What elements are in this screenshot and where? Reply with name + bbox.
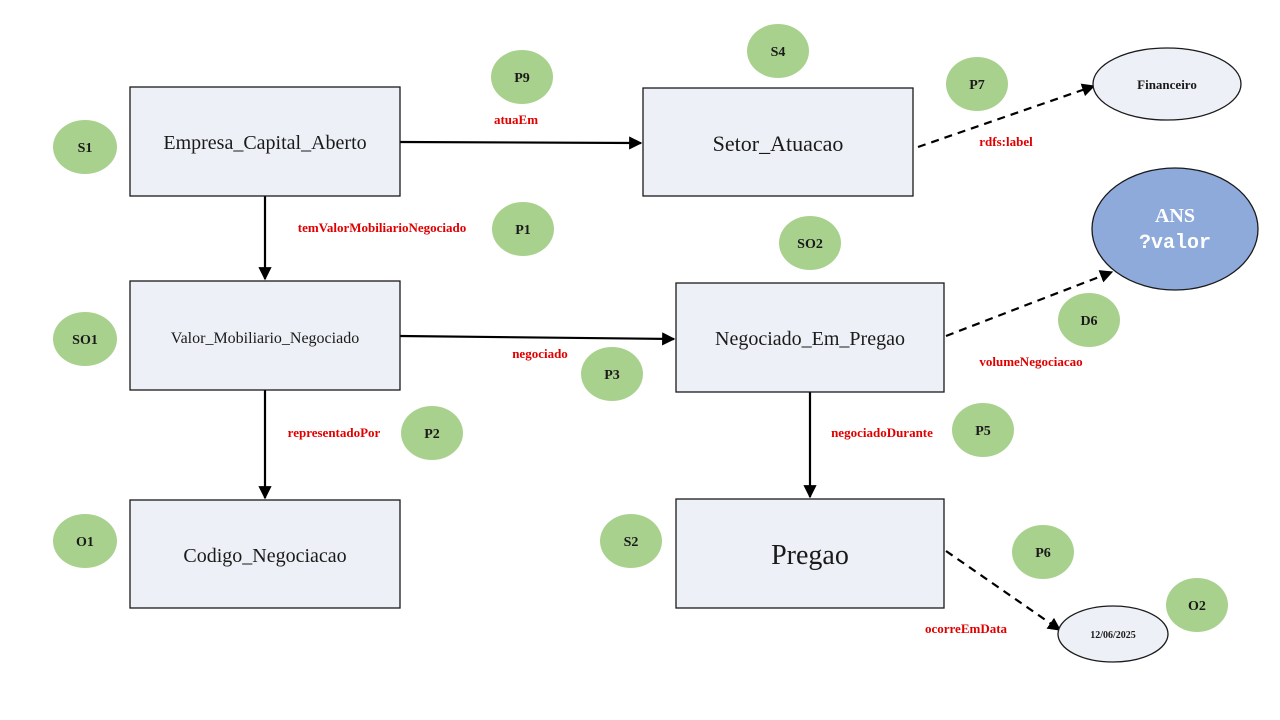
edge-ocorre-em-data xyxy=(945,550,1062,631)
node-setor-atuacao: Setor_Atuacao xyxy=(642,87,914,197)
node-valor-mobiliario-label: Valor_Mobiliario_Negociado xyxy=(171,330,359,347)
answer-variable: ?valor xyxy=(1139,232,1211,255)
badge-d6: D6 xyxy=(1058,293,1120,347)
edge-label-rdfs-label: rdfs:label xyxy=(979,134,1033,149)
node-negociado-em-pregao-label: Negociado_Em_Pregao xyxy=(715,328,905,350)
node-negociado-em-pregao: Negociado_Em_Pregao xyxy=(675,282,945,393)
edge-label-ocorre-em-data: ocorreEmData xyxy=(925,621,1008,636)
svg-text:S4: S4 xyxy=(771,45,786,60)
svg-text:D6: D6 xyxy=(1080,314,1097,329)
badge-o1: O1 xyxy=(53,514,117,568)
edge-label-negociado-durante: negociadoDurante xyxy=(831,425,933,440)
svg-text:S1: S1 xyxy=(78,141,93,156)
node-financeiro-label: Financeiro xyxy=(1137,77,1197,92)
badge-s2: S2 xyxy=(600,514,662,568)
edge-atua-em xyxy=(399,136,643,150)
badge-p6: P6 xyxy=(1012,525,1074,579)
svg-text:P1: P1 xyxy=(515,223,531,238)
badge-s1: S1 xyxy=(53,120,117,174)
badge-p9: P9 xyxy=(491,50,553,104)
svg-text:P3: P3 xyxy=(604,368,620,383)
edge-rdfs-label xyxy=(917,83,1096,149)
svg-text:P5: P5 xyxy=(975,424,991,439)
node-empresa-label: Empresa_Capital_Aberto xyxy=(163,132,366,154)
node-pregao-label: Pregao xyxy=(771,540,849,571)
svg-text:SO2: SO2 xyxy=(797,237,823,252)
svg-text:S2: S2 xyxy=(624,535,639,550)
badge-p3: P3 xyxy=(581,347,643,401)
node-financeiro: Financeiro xyxy=(1092,47,1242,121)
svg-text:P6: P6 xyxy=(1035,546,1051,561)
svg-text:P7: P7 xyxy=(969,78,985,93)
svg-text:P2: P2 xyxy=(424,427,440,442)
edge-label-negociado: negociado xyxy=(512,346,568,361)
node-empresa-capital-aberto: Empresa_Capital_Aberto xyxy=(129,86,401,197)
edge-label-representado-por: representadoPor xyxy=(288,425,381,440)
badge-so2: SO2 xyxy=(779,216,841,270)
edge-label-tem-valor: temValorMobiliarioNegociado xyxy=(298,220,467,235)
node-pregao: Pregao xyxy=(675,498,945,609)
answer-title: ANS xyxy=(1155,205,1195,227)
badge-p1: P1 xyxy=(492,202,554,256)
node-valor-mobiliario-negociado: Valor_Mobiliario_Negociado xyxy=(129,280,401,391)
edge-label-atua-em: atuaEm xyxy=(494,112,538,127)
node-date-label: 12/06/2025 xyxy=(1090,630,1136,641)
edge-volume xyxy=(945,270,1114,338)
badge-o2: O2 xyxy=(1166,578,1228,632)
edge-negociado xyxy=(399,332,676,346)
badge-so1: SO1 xyxy=(53,312,117,366)
badge-p2: P2 xyxy=(401,406,463,460)
badge-p5: P5 xyxy=(952,403,1014,457)
badge-s4: S4 xyxy=(747,24,809,78)
svg-text:O2: O2 xyxy=(1188,599,1206,614)
badge-p7: P7 xyxy=(946,57,1008,111)
node-codigo-negociacao: Codigo_Negociacao xyxy=(129,499,401,609)
edge-label-volume: volumeNegociacao xyxy=(979,354,1082,369)
node-codigo-label: Codigo_Negociacao xyxy=(183,545,346,567)
node-answer: ANS ?valor xyxy=(1091,167,1259,291)
svg-text:P9: P9 xyxy=(514,71,530,86)
node-date: 12/06/2025 xyxy=(1057,605,1169,663)
node-setor-label: Setor_Atuacao xyxy=(713,131,844,156)
svg-text:SO1: SO1 xyxy=(72,333,98,348)
svg-text:O1: O1 xyxy=(76,535,94,550)
